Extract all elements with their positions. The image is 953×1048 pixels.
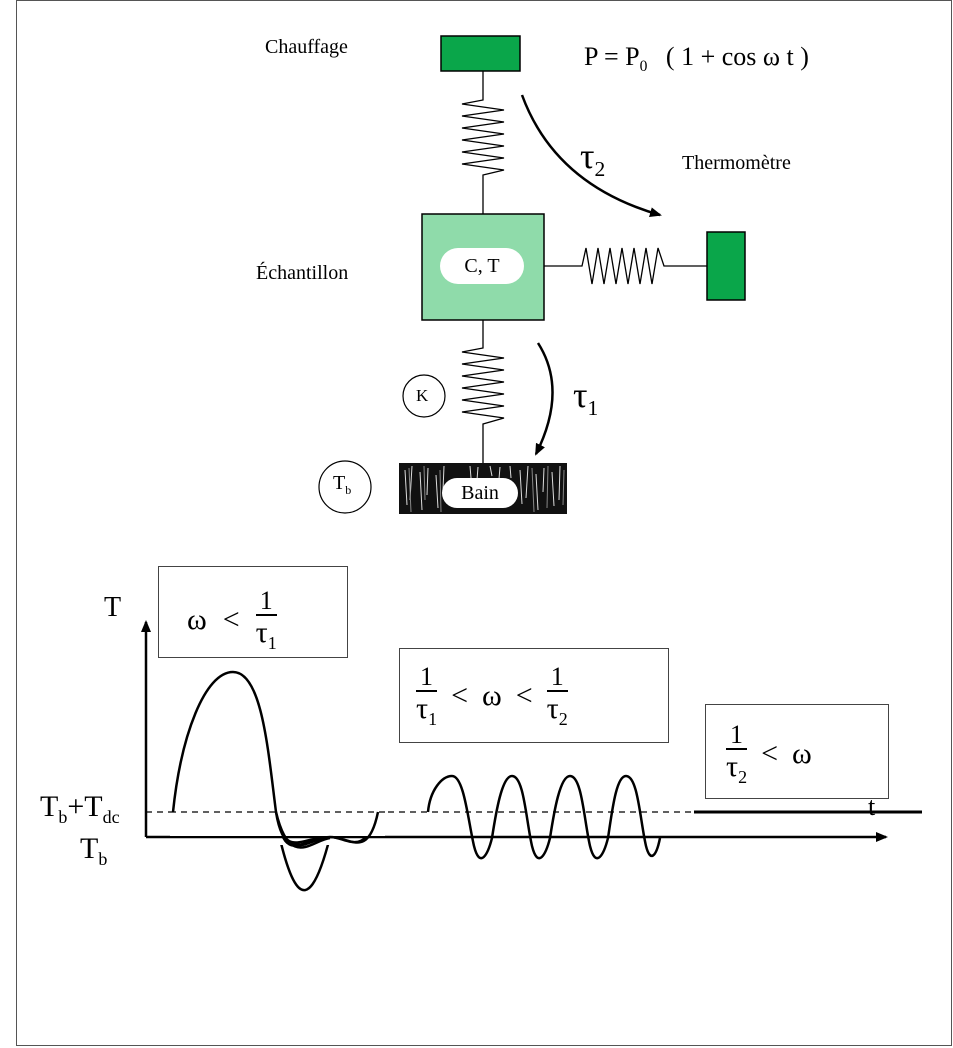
sample-inner-pill: C, T [440, 248, 524, 284]
regime-box-high: 1 τ2 < ω [705, 704, 889, 799]
regime-mid-omega: ω [481, 679, 502, 713]
bath-pill: Bain [442, 478, 518, 508]
regime-high-fraction: 1 τ2 [726, 720, 748, 788]
bath-temp-label: Tb [333, 472, 352, 497]
low-freq-wave [171, 670, 380, 847]
regime-mid-fraction-1: 1 τ1 [416, 662, 438, 730]
bath-level-label: Tb [80, 832, 108, 869]
tau1-label: τ1 [573, 375, 599, 421]
regime-mid-fraction-2: 1 τ2 [546, 662, 568, 730]
sample-label: Échantillon [256, 262, 349, 284]
regime-box-low: ω < 1 τ1 [158, 566, 348, 658]
heater-spring [461, 71, 505, 214]
regime-high-omega: ω [791, 737, 812, 771]
figure-frame [16, 0, 952, 1046]
thermometer-spring [544, 247, 707, 285]
tau2-arrow [520, 94, 662, 218]
x-axis-label: t [868, 792, 876, 821]
regime-mid-op2: < [515, 679, 533, 713]
bath-spring [461, 320, 505, 463]
conductance-label: K [416, 386, 429, 405]
tau2-label: τ2 [580, 136, 606, 182]
heater-block [440, 35, 521, 72]
power-equation: P = P0 ( 1 + cos ω t ) [584, 42, 809, 76]
mid-freq-curve [426, 774, 662, 860]
thermometer-label: Thermomètre [682, 152, 791, 174]
regime-low-omega: ω [187, 603, 207, 637]
regime-mid-op1: < [451, 679, 468, 713]
heating-label: Chauffage [265, 36, 348, 58]
y-axis-label: T [104, 592, 122, 623]
bath-temp-circle [318, 460, 372, 514]
tau1-arrow [534, 342, 554, 456]
regime-box-mid: 1 τ1 < ω < 1 τ2 [399, 648, 669, 743]
conductance-circle [402, 374, 446, 418]
regime-high-op: < [761, 737, 778, 771]
regime-low-op: < [222, 603, 240, 637]
dc-level-label: Tb+Tdc [40, 790, 120, 827]
thermometer-block [706, 231, 746, 301]
regime-low-fraction: 1 τ1 [255, 586, 277, 654]
